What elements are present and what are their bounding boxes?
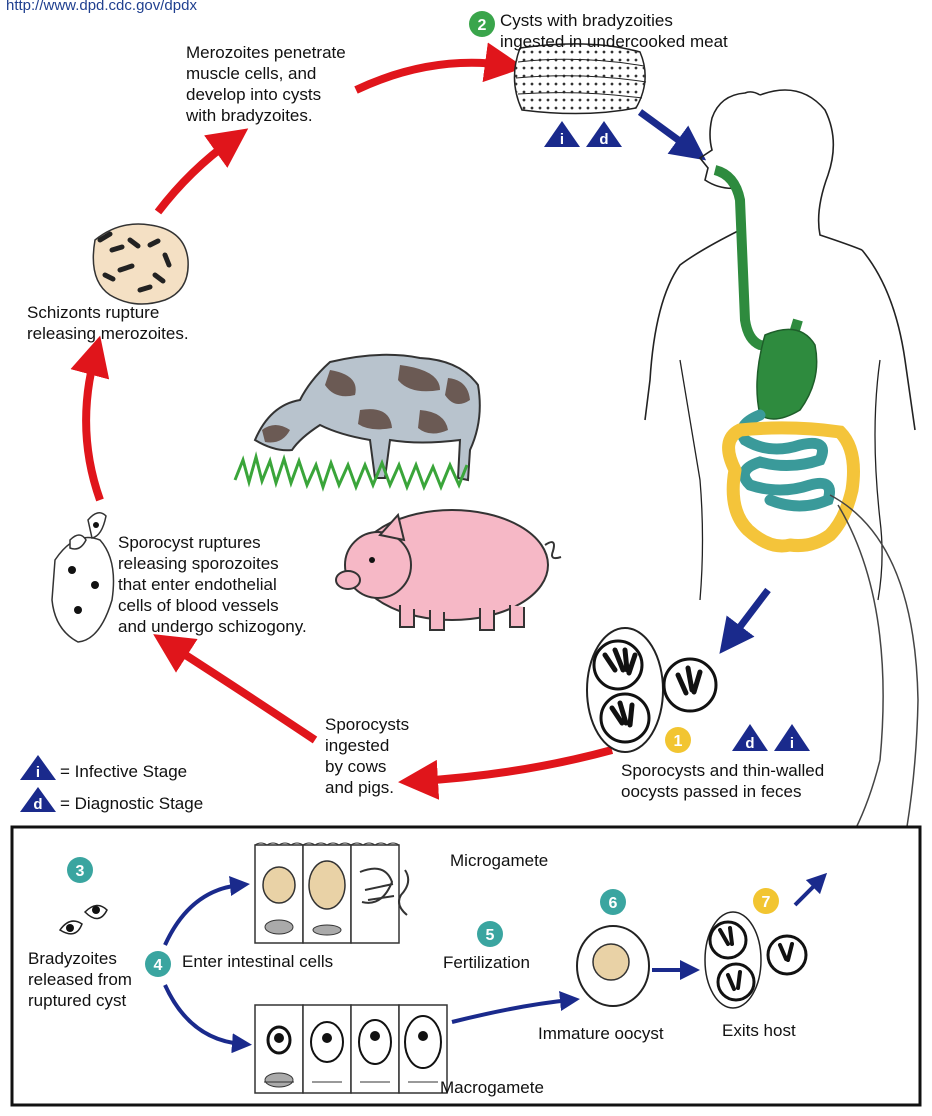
arrow-to-merozoites	[158, 140, 232, 212]
step-5-number: 5	[486, 927, 495, 944]
step-4-label: Enter intestinal cells	[182, 951, 333, 972]
infective-stage-icon: i	[544, 121, 580, 148]
merozoites-label: Merozoites penetrate muscle cells, and d…	[186, 42, 346, 126]
pig-illustration	[336, 510, 561, 630]
step-5-label: Fertilization	[443, 952, 530, 973]
infective-stage-icon: i	[774, 724, 810, 752]
svg-text:d: d	[599, 131, 608, 148]
schizont-illustration	[93, 224, 188, 304]
legend-diagnostic-icon: d	[20, 787, 56, 813]
macrogamete-label: Macrogamete	[440, 1077, 544, 1098]
step-1-number: 1	[674, 733, 683, 750]
legend-diagnostic-label: = Diagnostic Stage	[60, 793, 203, 814]
esophagus-illustration	[715, 170, 798, 346]
svg-text:i: i	[790, 735, 794, 752]
step-3-label: Bradyzoites released from ruptured cyst	[28, 948, 132, 1011]
svg-text:d: d	[745, 735, 754, 752]
step-3-number: 3	[76, 863, 85, 880]
ruptured-sporocyst-illustration	[52, 513, 114, 642]
svg-text:i: i	[560, 131, 564, 148]
step-7-label: Exits host	[722, 1020, 796, 1041]
macrogamete-cells-illustration	[255, 1005, 447, 1093]
step-7-number: 7	[762, 894, 771, 911]
legend-infective-label: = Infective Stage	[60, 761, 187, 782]
immature-oocyst-illustration	[577, 926, 649, 1006]
sporocysts-ingested-label: Sporocysts ingested by cows and pigs.	[325, 714, 409, 798]
sporocyst-ruptures-label: Sporocyst ruptures releasing sporozoites…	[118, 532, 307, 637]
arrow-to-animals	[418, 750, 612, 781]
arrow-to-sporocyst	[170, 645, 315, 740]
source-url[interactable]: http://www.dpd.cdc.gov/dpdx	[6, 0, 197, 14]
step-6-label: Immature oocyst	[538, 1023, 664, 1044]
arrow-meat-to-human	[640, 112, 692, 150]
microgamete-cells-illustration	[255, 843, 408, 943]
step-6-number: 6	[609, 895, 618, 912]
arrow-human-to-feces	[730, 590, 768, 640]
svg-text:i: i	[36, 764, 40, 781]
diagnostic-stage-icon: d	[732, 724, 768, 752]
step-2-label: Cysts with bradyzoities ingested in unde…	[500, 10, 728, 52]
step-2-number: 2	[478, 17, 487, 34]
stomach-illustration	[757, 329, 817, 419]
step-4-number: 4	[154, 957, 163, 974]
diagnostic-stage-icon: d	[586, 121, 622, 148]
microgamete-label: Microgamete	[450, 850, 548, 871]
svg-text:d: d	[33, 796, 42, 813]
undercooked-meat-illustration	[514, 44, 646, 114]
schizonts-label: Schizonts rupture releasing merozoites.	[27, 302, 189, 344]
legend-infective-icon: i	[20, 755, 56, 781]
arrow-to-meat	[356, 63, 505, 90]
sporocysts-in-feces-illustration	[587, 628, 716, 752]
arrow-to-schizonts	[86, 355, 100, 500]
step-1-label: Sporocysts and thin-walled oocysts passe…	[621, 760, 824, 802]
cow-illustration	[235, 355, 480, 487]
